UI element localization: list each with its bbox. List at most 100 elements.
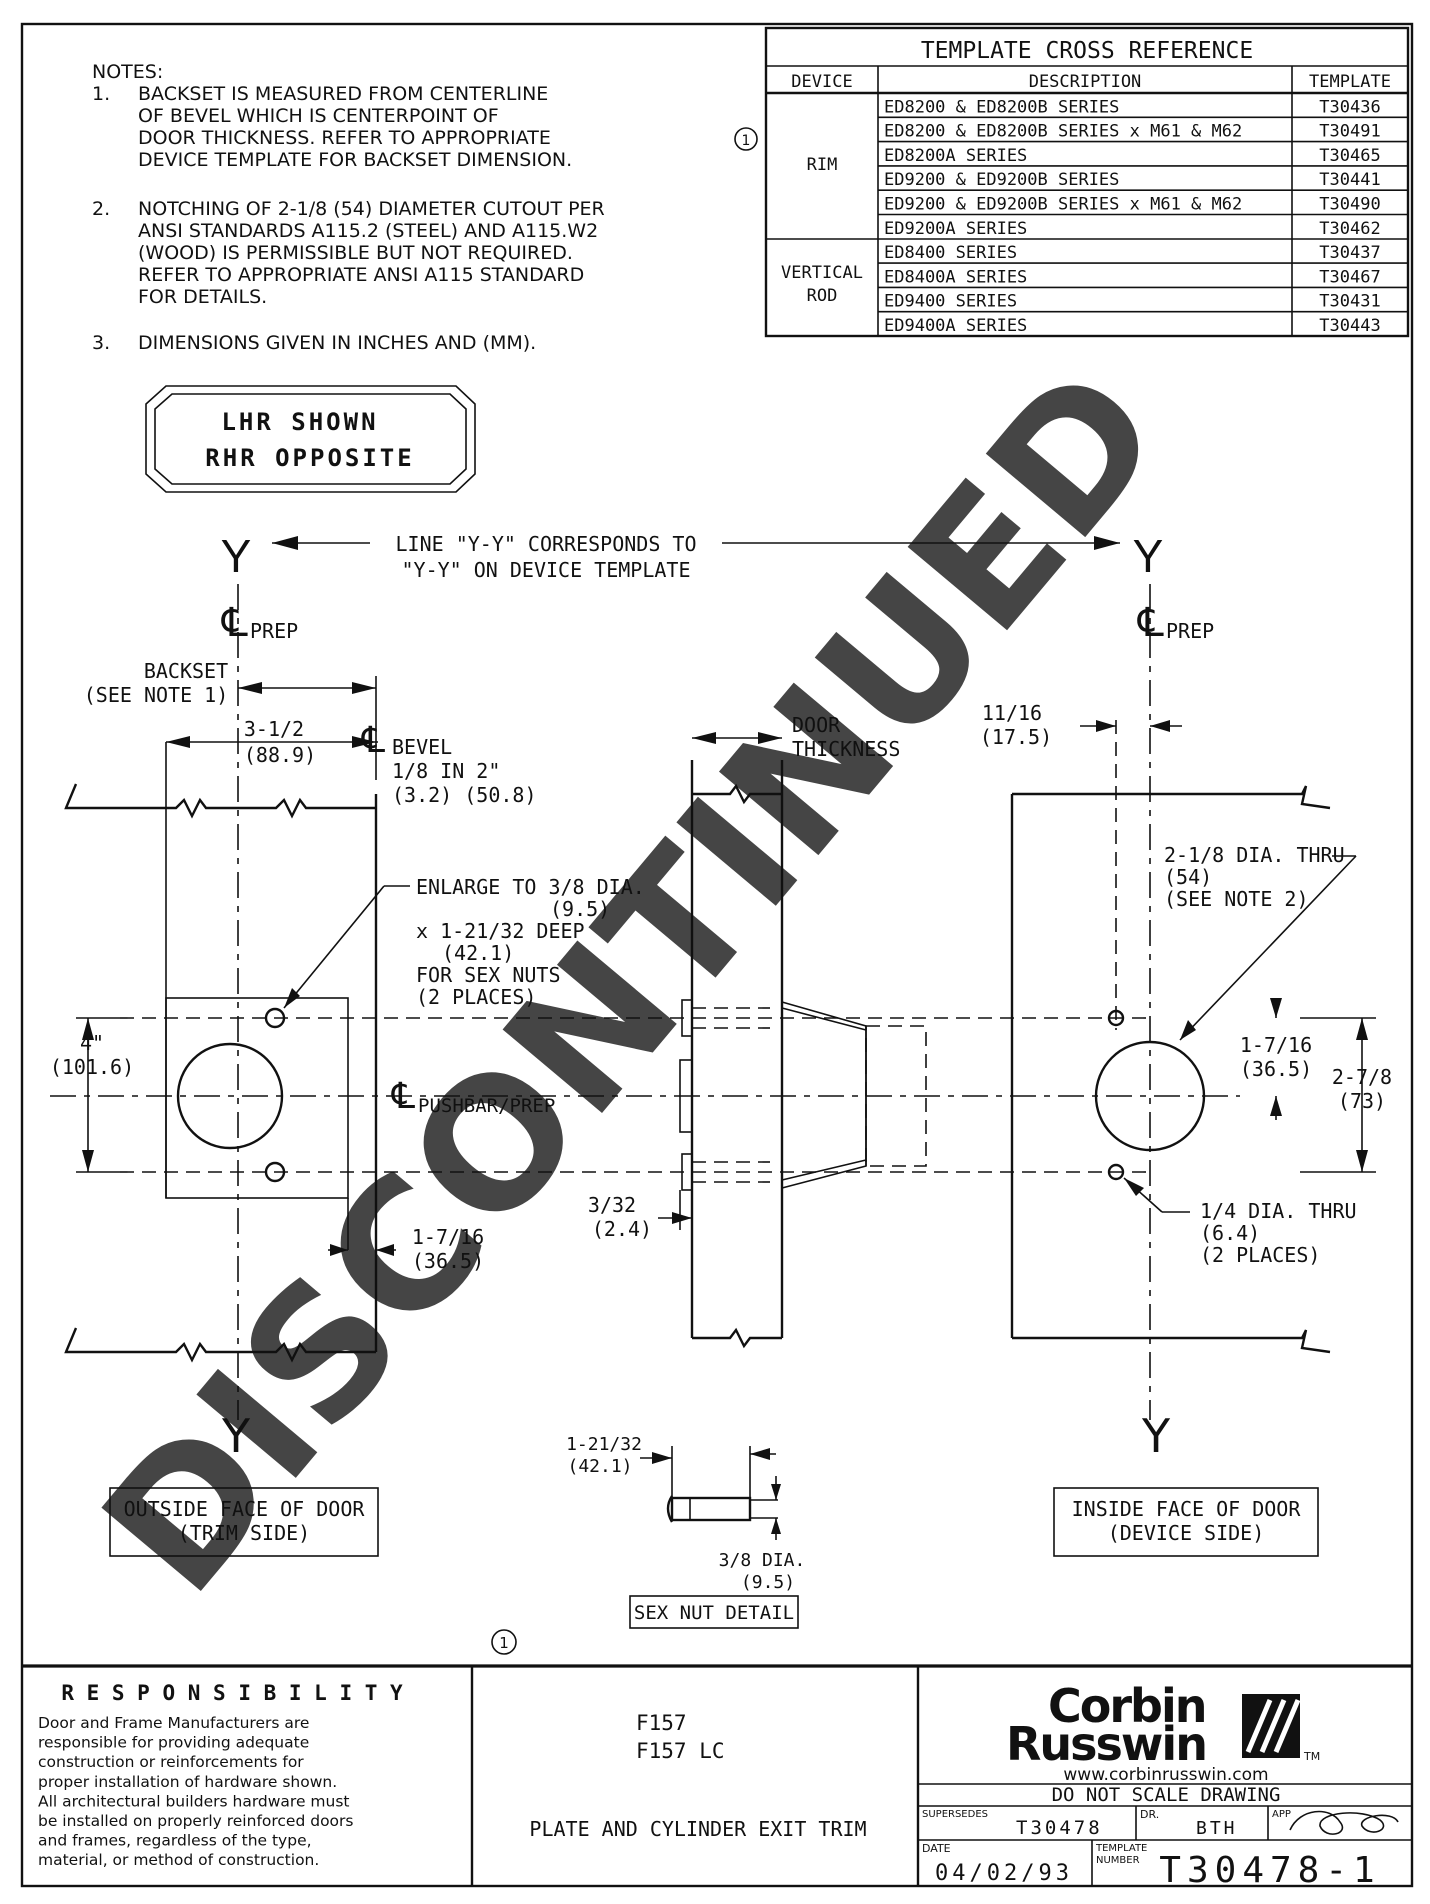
yy-note-line-2: "Y-Y" ON DEVICE TEMPLATE	[402, 558, 691, 582]
prep-label: PREP	[250, 619, 298, 643]
template-cell: T30443	[1319, 316, 1380, 336]
y-axis-label-right-top: Y	[1133, 530, 1164, 582]
revision-marker-number: 1	[742, 133, 751, 149]
enlarge-note: (9.5)	[550, 897, 610, 921]
enlarge-note: (2 PLACES)	[416, 985, 536, 1009]
through-hole-note: 1/4 DIA. THRU	[1200, 1199, 1357, 1223]
enlarge-note: ENLARGE TO 3/8 DIA.	[416, 875, 645, 899]
pushbar-label: PUSHBAR/PREP	[418, 1095, 555, 1117]
enlarge-note: FOR SEX NUTS	[416, 963, 561, 987]
vertical-dim: 2-7/8	[1332, 1065, 1392, 1089]
drawn-by-label: DR.	[1140, 1808, 1159, 1821]
responsibility-heading: R E S P O N S I B I L I T Y	[61, 1681, 403, 1705]
title-block: R E S P O N S I B I L I T Y Door and Fra…	[22, 1664, 1412, 1891]
plate-thickness-dim: 3/32	[588, 1193, 636, 1217]
sex-nut-detail: 1-21/32 (42.1) 3/8 DIA. (9.5) SEX NUT DE…	[566, 1434, 805, 1629]
offset-dim: (17.5)	[980, 725, 1052, 749]
description-cell: ED9400 SERIES	[884, 292, 1017, 312]
template-cell: T30467	[1319, 267, 1380, 287]
note-line: OF BEVEL WHICH IS CENTERPOINT OF	[138, 105, 499, 127]
door-thickness-label: THICKNESS	[792, 737, 900, 761]
model-line: F157 LC	[636, 1739, 725, 1763]
sex-nut-length: (42.1)	[567, 1456, 632, 1477]
y-axis-label-left-bottom: Y	[221, 1409, 251, 1463]
bevel-label: BEVEL	[392, 735, 452, 759]
note-number: 3.	[92, 332, 110, 354]
description-cell: ED8200 & ED8200B SERIES x M61 & M62	[884, 122, 1242, 142]
note-line: ANSI STANDARDS A115.2 (STEEL) AND A115.W…	[138, 220, 598, 242]
template-cell: T30441	[1319, 170, 1380, 190]
door-section: DOOR THICKNESS 3/32 (2.4)	[588, 713, 927, 1349]
enlarge-note: x 1-21/32 DEEP	[416, 919, 585, 943]
note-line: DEVICE TEMPLATE FOR BACKSET DIMENSION.	[138, 149, 572, 171]
outside-face-view: BACKSET (SEE NOTE 1) 3-1/2 (88.9) ℄ BEVE…	[50, 584, 1240, 1420]
website: www.corbinrusswin.com	[1063, 1765, 1268, 1785]
template-cell: T30431	[1319, 292, 1380, 312]
notes-block: NOTES: 1. BACKSET IS MEASURED FROM CENTE…	[92, 61, 605, 354]
template-cell: T30462	[1319, 219, 1380, 239]
cutout-dia-note: 2-1/8 DIA. THRU	[1164, 843, 1345, 867]
description-cell: ED8200 & ED8200B SERIES	[884, 97, 1119, 117]
template-number-label: TEMPLATE	[1095, 1843, 1147, 1854]
note-number: 2.	[92, 198, 110, 220]
centerline-symbol: ℄	[361, 720, 385, 761]
width-dim: 3-1/2	[244, 717, 304, 741]
description-cell: ED8400 SERIES	[884, 243, 1017, 263]
enlarge-note: (42.1)	[442, 941, 514, 965]
note-line: DOOR THICKNESS. REFER TO APPROPRIATE	[138, 127, 551, 149]
vertical-dim: (36.5)	[1240, 1057, 1312, 1081]
template-cell: T30465	[1319, 146, 1380, 166]
yy-reference: Y Y LINE "Y-Y" CORRESPONDS TO "Y-Y" ON D…	[221, 530, 1171, 1463]
note-line: NOTCHING OF 2-1/8 (54) DIAMETER CUTOUT P…	[138, 198, 605, 220]
vertical-dim: 1-7/16	[1240, 1033, 1312, 1057]
outside-face-label: (TRIM SIDE)	[178, 1521, 310, 1545]
door-thickness-label: DOOR	[792, 713, 841, 737]
plate-thickness-dim: (2.4)	[592, 1217, 652, 1241]
cross-reference-table: TEMPLATE CROSS REFERENCE DEVICE DESCRIPT…	[734, 26, 1410, 338]
description-cell: ED9200A SERIES	[884, 219, 1027, 239]
through-hole-note: (6.4)	[1200, 1221, 1260, 1245]
brand-logo-line-1: Corbin	[1048, 1679, 1206, 1733]
column-header: DESCRIPTION	[1029, 72, 1142, 92]
device-cell: VERTICAL	[781, 263, 863, 283]
backset-label: BACKSET	[144, 659, 228, 683]
revision-marker	[734, 127, 758, 151]
through-hole-note: (2 PLACES)	[1200, 1243, 1320, 1267]
drawn-by-value: BTH	[1196, 1818, 1238, 1839]
product-name: PLATE AND CYLINDER EXIT TRIM	[529, 1817, 866, 1841]
responsibility-line: and frames, regardless of the type,	[38, 1832, 312, 1850]
device-cell: ROD	[807, 286, 838, 306]
offset-dim: 1-7/16	[412, 1225, 484, 1249]
bevel-label: (3.2) (50.8)	[392, 783, 537, 807]
cutout-hole	[1094, 1040, 1206, 1152]
bevel-label: 1/8 IN 2"	[392, 759, 500, 783]
note-line: BACKSET IS MEASURED FROM CENTERLINE	[138, 83, 548, 105]
inside-face-label: INSIDE FACE OF DOOR	[1072, 1497, 1302, 1521]
through-hole	[1107, 1163, 1125, 1181]
table-title: TEMPLATE CROSS REFERENCE	[921, 38, 1253, 64]
description-cell: ED9200 & ED9200B SERIES x M61 & M62	[884, 195, 1242, 215]
y-axis-label-right-bottom: Y	[1141, 1409, 1171, 1463]
column-header: DEVICE	[791, 72, 852, 92]
template-cell: T30437	[1319, 243, 1380, 263]
template-number: T30478-1	[1159, 1850, 1380, 1891]
template-cell: T30490	[1319, 195, 1380, 215]
approved-label: APP	[1272, 1809, 1291, 1820]
model-line: F157	[636, 1711, 687, 1735]
trademark: TM	[1303, 1750, 1320, 1763]
template-cell: T30436	[1319, 97, 1380, 117]
prep-label: PREP	[1166, 619, 1214, 643]
do-not-scale: DO NOT SCALE DRAWING	[1052, 1784, 1281, 1806]
sheet-border	[20, 22, 1414, 1888]
revision-marker-number: 1	[499, 1634, 509, 1652]
outside-face-label: OUTSIDE FACE OF DOOR	[124, 1497, 366, 1521]
brand-logo-line-2: Russwin	[1006, 1717, 1206, 1771]
note-line: FOR DETAILS.	[138, 286, 267, 308]
description-cell: ED9400A SERIES	[884, 316, 1027, 336]
responsibility-line: proper installation of hardware shown.	[38, 1773, 337, 1791]
column-header: TEMPLATE	[1309, 72, 1391, 92]
centerline-symbol: ℄	[221, 600, 248, 646]
date-value: 04/02/93	[935, 1861, 1073, 1886]
yy-note-line-1: LINE "Y-Y" CORRESPONDS TO	[395, 532, 696, 556]
